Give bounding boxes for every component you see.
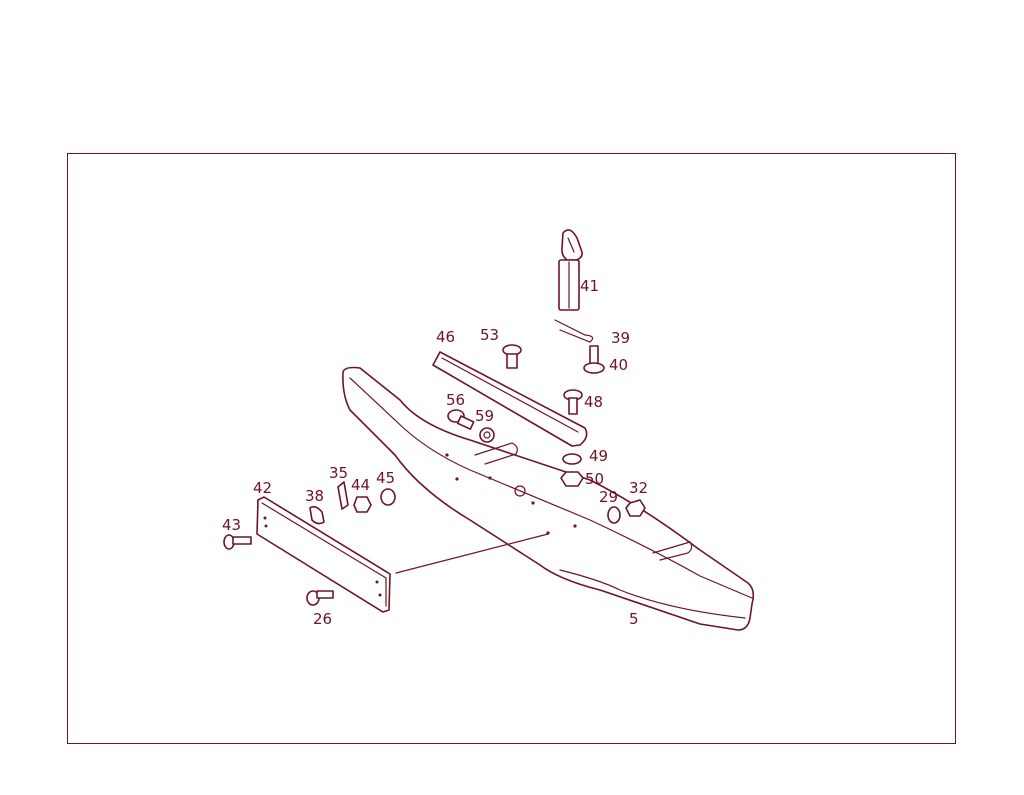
- spring-washer-49[interactable]: [562, 453, 582, 465]
- spring-clip[interactable]: [554, 319, 594, 343]
- nut-32[interactable]: [625, 499, 646, 517]
- rubber-strip[interactable]: [432, 351, 588, 447]
- callout-5: 5: [629, 610, 639, 628]
- callout-42: 42: [253, 479, 272, 497]
- callout-46: 46: [436, 328, 455, 346]
- diagram-frame: [67, 153, 956, 744]
- bumper-bar[interactable]: [342, 366, 755, 631]
- washer-29[interactable]: [607, 506, 621, 524]
- nut-50[interactable]: [560, 471, 584, 487]
- bolt-56[interactable]: [447, 409, 475, 430]
- bolt-48[interactable]: [563, 389, 583, 415]
- screw-26[interactable]: [306, 590, 334, 606]
- callout-43: 43: [222, 516, 241, 534]
- callout-45: 45: [376, 469, 395, 487]
- callout-29: 29: [599, 488, 618, 506]
- license-plate[interactable]: [256, 496, 391, 613]
- washer-59[interactable]: [479, 427, 495, 443]
- callout-59: 59: [475, 407, 494, 425]
- callout-50: 50: [585, 470, 604, 488]
- callout-48: 48: [584, 393, 603, 411]
- plate-guide-line: [395, 533, 549, 574]
- callout-40: 40: [609, 356, 628, 374]
- callout-49: 49: [589, 447, 608, 465]
- callout-39: 39: [611, 329, 630, 347]
- callout-44: 44: [351, 476, 370, 494]
- grommet-45[interactable]: [380, 488, 396, 506]
- callout-32: 32: [629, 479, 648, 497]
- bolt-40[interactable]: [583, 345, 605, 374]
- screw-43[interactable]: [223, 534, 252, 550]
- callout-26: 26: [313, 610, 332, 628]
- callout-35: 35: [329, 464, 348, 482]
- bolt-53[interactable]: [502, 344, 522, 369]
- bracket-35[interactable]: [337, 481, 349, 510]
- nut-44[interactable]: [353, 496, 372, 513]
- callout-38: 38: [305, 487, 324, 505]
- callout-56: 56: [446, 391, 465, 409]
- tow-hook[interactable]: [558, 229, 583, 311]
- callout-53: 53: [480, 326, 499, 344]
- callout-41: 41: [580, 277, 599, 295]
- clip-38[interactable]: [309, 505, 325, 525]
